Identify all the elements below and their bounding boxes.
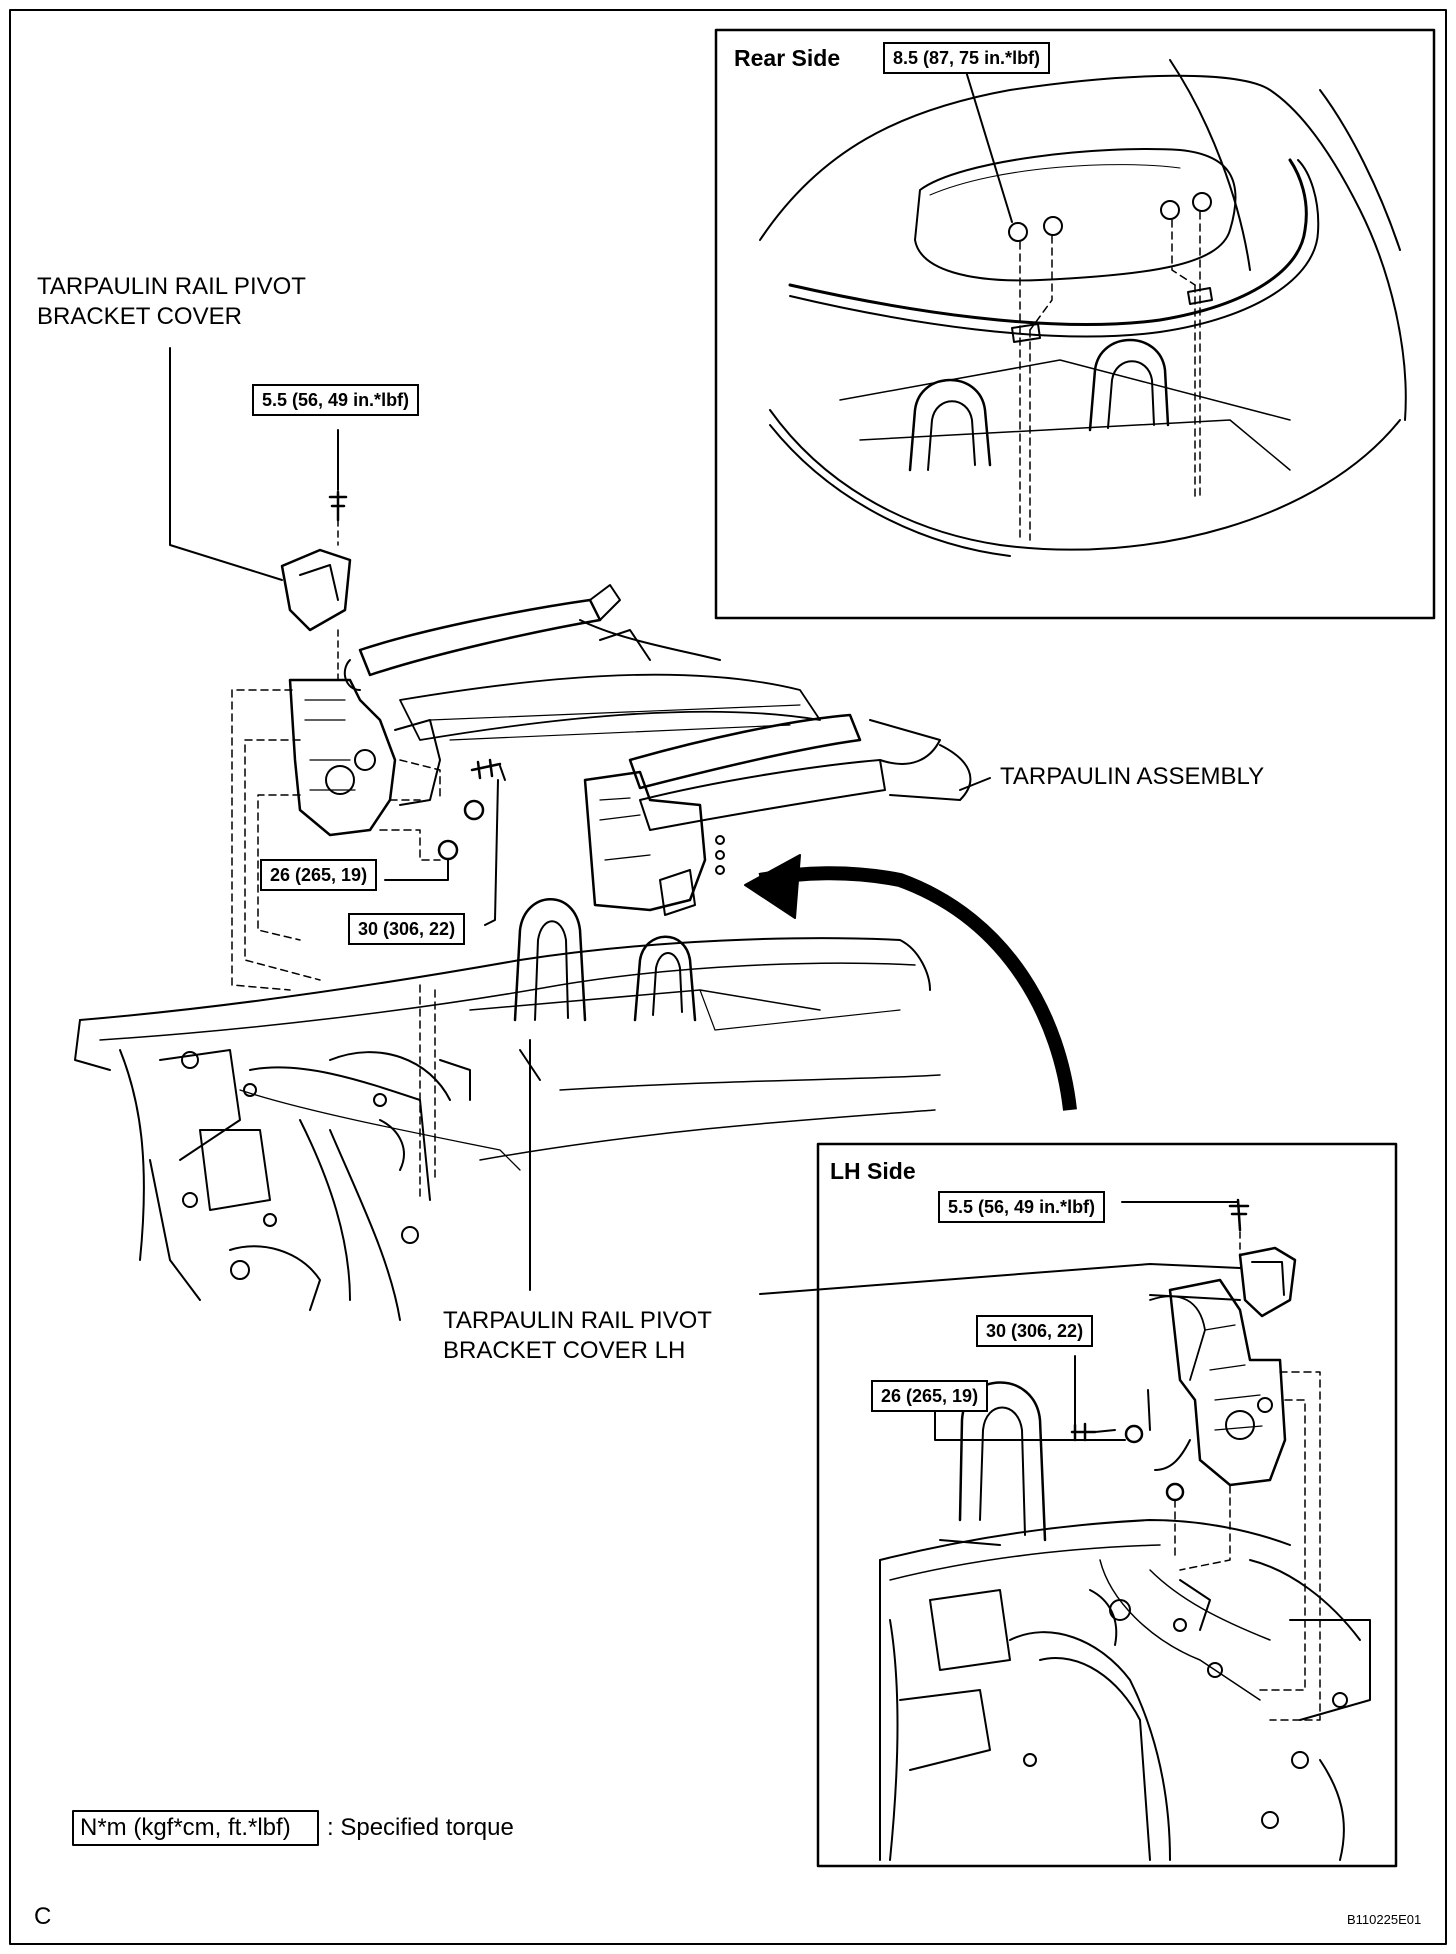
rear-nuts [1008,192,1212,242]
tarpaulin-assembly-label: TARPAULIN ASSEMBLY [1000,763,1265,790]
figure-code: B110225E01 [1347,1912,1422,1927]
outer-frame [9,9,1447,1945]
rail-pivot-cover-label-line-1: TARPAULIN RAIL PIVOT [37,273,306,300]
torque-lh-nut: 26 (265, 19) [871,1380,989,1412]
lh-side-title: LH Side [830,1158,916,1184]
torque-lh-cover-bolt: 5.5 (56, 49 in.*lbf) [938,1191,1106,1223]
rear-side-title: Rear Side [734,45,841,71]
torque-lh-bolt: 30 (306, 22) [976,1315,1094,1347]
lh-side-frame [816,1142,1398,1868]
rail-pivot-cover-lh-label: TARPAULIN RAIL PIVOT BRACKET COVER LH [443,1306,712,1366]
legend-description: : Specified torque [327,1814,514,1841]
main-illustration [74,347,1241,1321]
legend-box [72,1810,319,1846]
rail-pivot-cover-label-line-2: BRACKET COVER [37,303,242,330]
torque-rear-nut: 8.5 (87, 75 in.*lbf) [883,42,1051,74]
torque-main-nut: 26 (265, 19) [260,859,378,891]
rail-pivot-cover-lh-label-line-2: BRACKET COVER LH [443,1337,686,1364]
rear-side-illustration [714,28,1436,620]
torque-main-bolt: 30 (306, 22) [348,913,466,945]
corner-letter: C [34,1903,52,1930]
legend-unit: N*m (kgf*cm, ft.*lbf) [80,1814,291,1841]
rail-pivot-cover-label: TARPAULIN RAIL PIVOT BRACKET COVER [37,272,306,332]
lh-side-illustration [816,1142,1398,1868]
torque-cover-bolt: 5.5 (56, 49 in.*lbf) [252,384,420,416]
rear-side-frame [714,28,1436,620]
rail-pivot-cover-lh-label-line-1: TARPAULIN RAIL PIVOT [443,1307,712,1334]
